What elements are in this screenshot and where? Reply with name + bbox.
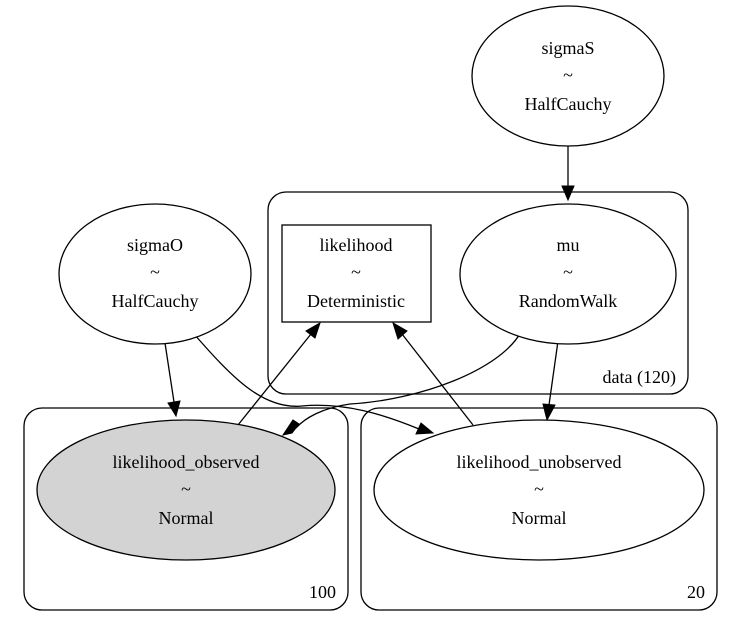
node-likelihood_observed-tilde: ~: [181, 479, 191, 499]
node-likelihood_unobserved-shape: [373, 419, 705, 561]
node-likelihood_observed-name: likelihood_observed: [113, 452, 260, 472]
node-likelihood_observed-dist: Normal: [159, 508, 214, 528]
node-sigmaO: sigmaO ~ HalfCauchy: [58, 203, 252, 345]
node-sigmaS-name: sigmaS: [541, 38, 594, 58]
plate-data-label: data (120): [603, 367, 676, 388]
edge-sigmaO-likelihood_observed: [164, 342, 181, 418]
plate-observed-border: [23, 407, 349, 611]
plate-unobserved-border: [360, 407, 718, 611]
edge-mu-likelihood_unobserved: [542, 340, 559, 422]
edges: [164, 145, 575, 436]
node-likelihood_unobserved: likelihood_unobserved ~ Normal: [373, 419, 705, 561]
node-sigmaS-shape: [471, 5, 665, 147]
plate-unobserved: 20: [360, 407, 718, 611]
node-likelihood-dist: Deterministic: [307, 291, 405, 311]
edge-sigmaO-likelihood_unobserved: [193, 333, 435, 435]
edge-mu-likelihood_observed: [281, 331, 522, 436]
node-likelihood: likelihood ~ Deterministic: [281, 224, 432, 323]
node-sigmaO-dist: HalfCauchy: [112, 291, 199, 311]
node-likelihood_observed-shape: [36, 419, 336, 561]
node-sigmaO-name: sigmaO: [127, 235, 183, 255]
node-likelihood_unobserved-tilde: ~: [534, 479, 544, 499]
node-likelihood-shape: [281, 224, 432, 323]
node-likelihood-tilde: ~: [351, 262, 361, 282]
node-sigmaS-tilde: ~: [563, 65, 573, 85]
node-sigmaS-dist: HalfCauchy: [525, 94, 612, 114]
plate-observed: 100: [23, 407, 349, 611]
node-likelihood_observed: likelihood_observed ~ Normal: [36, 419, 336, 561]
node-mu-dist: RandomWalk: [519, 291, 618, 311]
edge-likelihood_unobserved-likelihood: [392, 321, 474, 426]
node-likelihood_unobserved-dist: Normal: [512, 508, 567, 528]
node-sigmaO-shape: [58, 203, 252, 345]
node-mu: mu ~ RandomWalk: [459, 203, 677, 345]
node-likelihood-name: likelihood: [320, 235, 393, 255]
plate-unobserved-label: 20: [687, 582, 705, 602]
node-sigmaO-tilde: ~: [150, 262, 160, 282]
edge-sigmaS-mu: [561, 145, 575, 202]
node-likelihood_unobserved-name: likelihood_unobserved: [457, 452, 622, 472]
plate-observed-label: 100: [309, 582, 336, 602]
node-mu-name: mu: [556, 235, 579, 255]
node-mu-tilde: ~: [563, 262, 573, 282]
node-sigmaS: sigmaS ~ HalfCauchy: [471, 5, 665, 147]
edge-likelihood_observed-likelihood: [237, 321, 321, 426]
node-mu-shape: [459, 203, 677, 345]
plate-data-border: [267, 191, 689, 395]
plate-data: data (120): [267, 191, 689, 395]
